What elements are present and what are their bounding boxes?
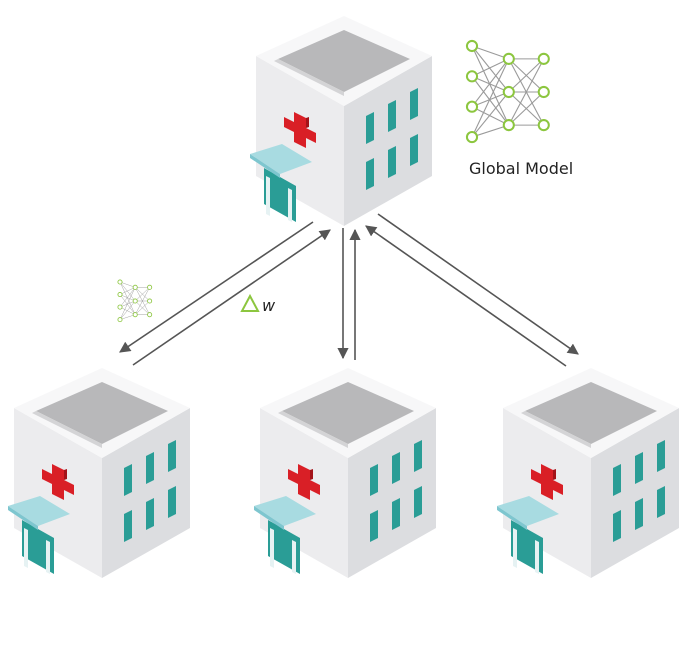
download-arrow-left [119,221,314,353]
local-update-network-icon [117,279,153,323]
upload-arrow-left [132,229,331,366]
weight-update-label: w [262,296,276,315]
upload-arrow-right [365,225,567,367]
server-hospital-icon [250,16,432,226]
delta-triangle-icon [240,293,260,312]
download-arrow-right [377,213,579,355]
global-model-label: Global Model [469,159,573,178]
client-hospital-icon-3 [497,368,679,578]
global-model-network-icon [465,39,550,144]
client-hospital-icon-1 [8,368,190,578]
client-hospital-icon-2 [254,368,436,578]
